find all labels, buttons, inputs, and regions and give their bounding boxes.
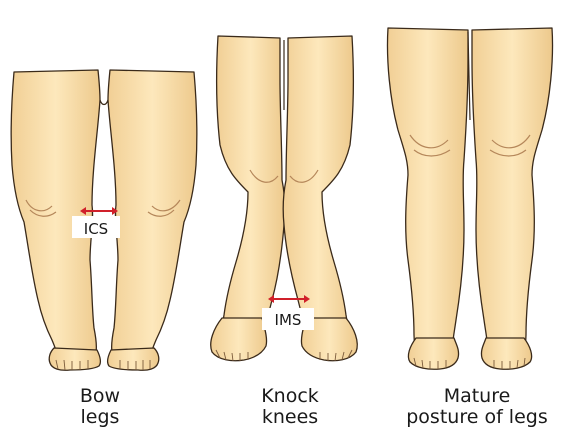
knock-left-leg <box>217 36 285 342</box>
caption-line: legs <box>40 407 160 428</box>
ics-label: ICS <box>84 220 108 238</box>
mature-left-leg <box>387 28 468 352</box>
bow-right-foot <box>108 348 159 370</box>
knock-left-foot <box>211 318 267 361</box>
caption-line: Mature <box>382 386 572 407</box>
bow-right-leg <box>108 70 197 352</box>
mature-legs-figure <box>387 28 552 369</box>
caption-line: posture of legs <box>382 407 572 428</box>
knock-right-leg <box>283 36 353 342</box>
bow-left-foot <box>49 348 100 370</box>
ims-label: IMS <box>275 311 302 329</box>
caption-knock-knees: Knock knees <box>230 386 350 428</box>
caption-bow-legs: Bow legs <box>40 386 160 428</box>
mature-right-leg <box>472 28 553 352</box>
caption-line: Knock <box>230 386 350 407</box>
caption-line: Bow <box>40 386 160 407</box>
caption-mature-posture: Mature posture of legs <box>382 386 572 428</box>
caption-line: knees <box>230 407 350 428</box>
